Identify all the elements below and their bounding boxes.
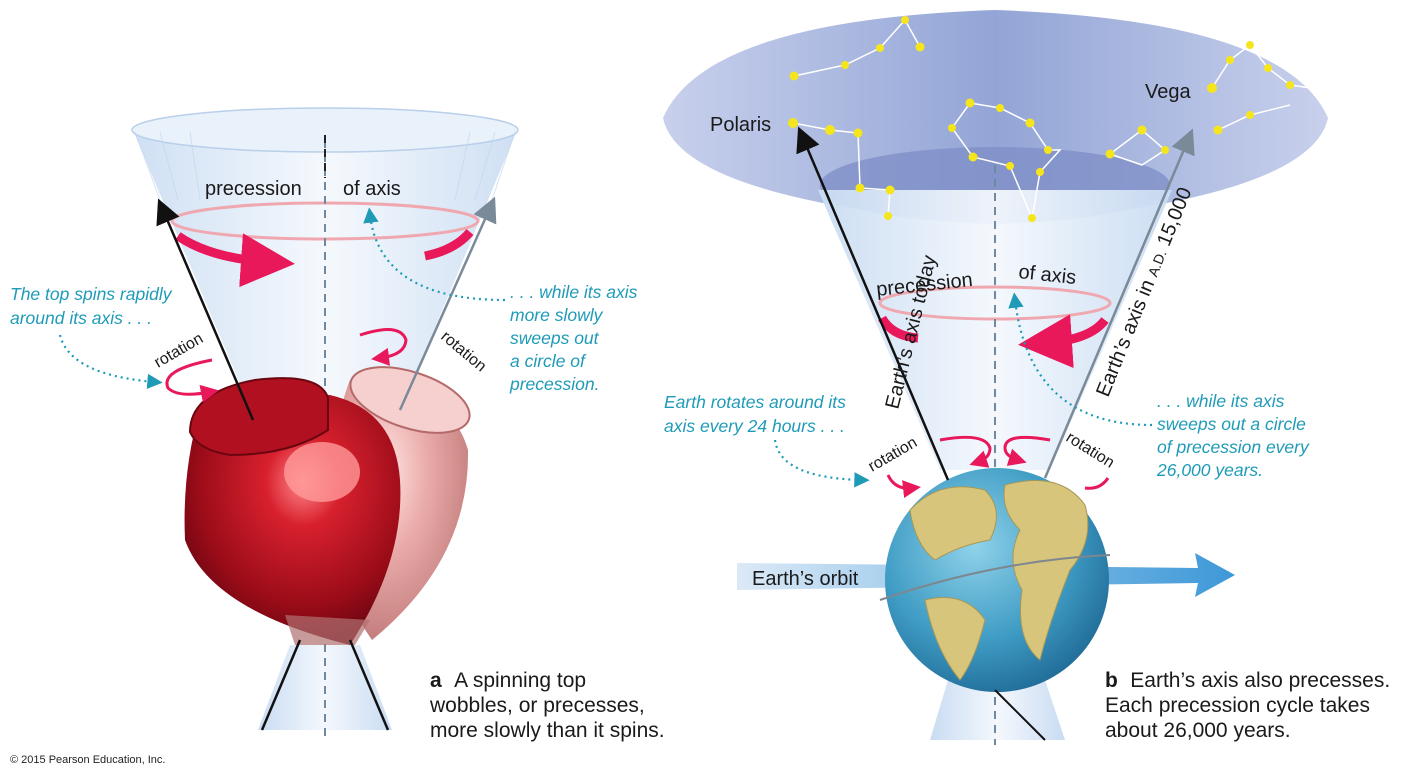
rotation-arrow-b-left [939,435,992,468]
pointer-axis-sweeps [363,207,506,302]
label-earths-orbit: Earth’s orbit [752,568,859,590]
label-rotation-b-right: rotation [1063,429,1117,472]
top-axis-lower-a [260,639,302,731]
sweep-arrow-b-right [1018,314,1109,369]
earth-orbit-front [879,554,1111,601]
rotation-arrow-b-right [1003,435,1051,466]
axis-today-lower [994,689,1046,741]
pink-top-rim [349,366,471,434]
copyright-notice: © 2015 Pearson Education, Inc. [10,754,165,766]
label-vega: Vega [1145,81,1191,103]
earth-continents [909,480,1089,681]
precession-cone-b [818,190,1172,470]
stars [788,16,1294,222]
rotation-arrow-a-right [359,328,408,366]
pointer-earth-axis-sweeps [1008,292,1153,427]
note-top-spins: The top spins rapidly around its axis . … [10,284,176,328]
rotation-arrow-b-right-lower [1084,477,1110,490]
sweep-arrow-a-right [424,228,474,261]
pointer-top-spins [58,334,163,390]
cone-rim-hatching-a [134,131,516,201]
sweep-arrow-b-left [878,315,919,343]
label-rotation-b-left: rotation [866,434,921,475]
top-axis-arrow-a [156,198,255,421]
red-top-collar [188,377,329,457]
note-axis-sweeps: . . . while its axis more slowly sweeps … [509,282,642,394]
label-polaris: Polaris [710,114,771,136]
label-precession-a: precession [205,178,302,200]
sweep-arrow-a-left [175,232,295,288]
note-earth-axis-sweeps: . . . while its axis sweeps out a circle… [1156,391,1314,480]
red-top-highlight [284,442,360,502]
label-rotation-a-left: rotation [152,330,207,371]
celestial-sky [663,10,1328,225]
precession-cone-a [132,111,518,412]
pointer-earth-rotates [773,439,870,488]
top-lower-shadow [285,615,370,645]
caption-a: a A spinning top wobbles, or precesses, … [429,669,665,742]
future-axis-lower-a [348,639,390,731]
axis-future-arrow [1043,128,1195,479]
rotation-arrow-b-left-lower [886,474,921,498]
panel-a: precession of axis rotation rotation The… [10,107,665,742]
note-earth-rotates: Earth rotates around its axis every 24 h… [664,392,851,436]
panel-b: Polaris Vega Earth’s orbit Earth’s axis … [663,10,1395,745]
label-of-axis-a: of axis [343,178,401,200]
axis-today-arrow [796,126,950,481]
label-rotation-a-right: rotation [437,328,489,375]
rotation-arrow-a-left [165,358,219,403]
future-axis-arrow-a [398,196,497,411]
caption-b: b Earth’s axis also precesses. Each prec… [1105,669,1395,742]
